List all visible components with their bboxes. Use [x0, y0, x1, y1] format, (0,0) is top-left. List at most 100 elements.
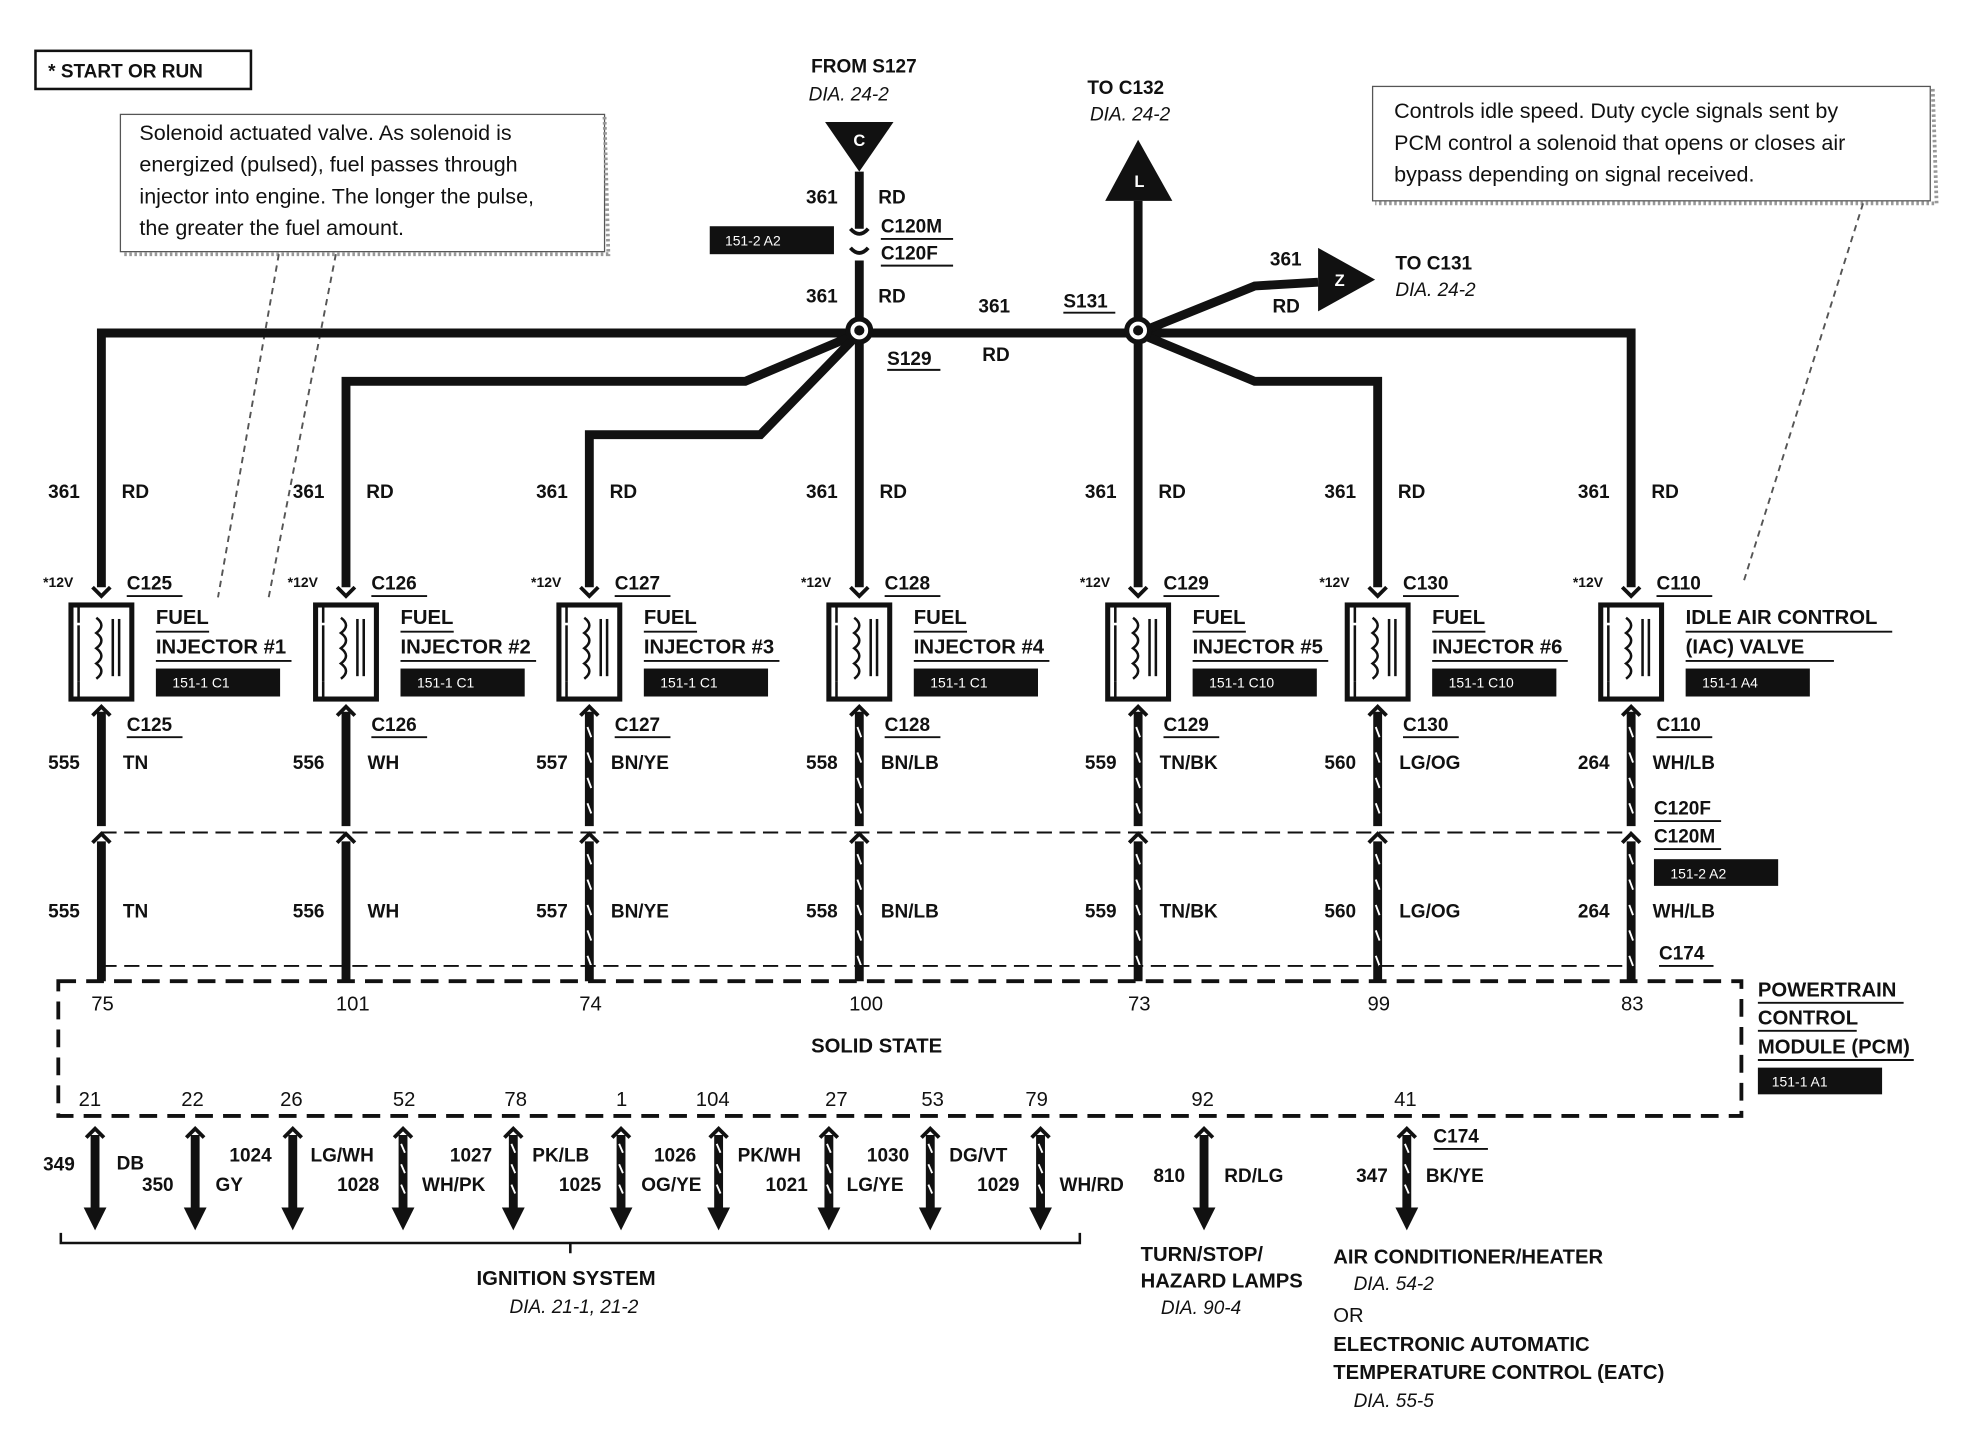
connector-top: C126: [371, 574, 416, 595]
component-ref: 151-1 C1: [930, 675, 988, 691]
w1028: 1028: [337, 1175, 379, 1196]
connector-top: C127: [615, 574, 660, 595]
solenoid-coil-icon: [852, 616, 861, 680]
start-run-label: * START OR RUN: [48, 62, 203, 83]
w-rdlg: RD/LG: [1224, 1166, 1283, 1187]
from-s127-dia: DIA. 24-2: [809, 84, 890, 105]
signal-wire-num-lower: 557: [536, 902, 568, 923]
top-wire-color-1: RD: [878, 187, 905, 208]
c131-wire-color: RD: [1272, 297, 1299, 318]
voltage-label: *12V: [43, 574, 74, 590]
output-wire-10: 79: [1025, 1089, 1052, 1231]
pcm-output-pin: 27: [825, 1089, 848, 1111]
power-wire-num: 361: [1578, 482, 1610, 503]
start-run-box: [34, 49, 253, 91]
connector-top: C130: [1403, 574, 1448, 595]
w-whpk: WH/PK: [422, 1175, 486, 1196]
w347: 347: [1356, 1166, 1388, 1187]
w-gy: GY: [215, 1175, 243, 1196]
injector-note-line-1: Solenoid actuated valve. As solenoid is: [139, 120, 511, 145]
signal-wire-color-lower: BN/LB: [881, 902, 939, 923]
injector-note-line-3: injector into engine. The longer the pul…: [139, 183, 534, 208]
output-arrow-icon: [391, 1207, 415, 1231]
mid-ref-box: [1653, 859, 1779, 886]
signal-wire-color-upper: BN/YE: [611, 753, 669, 774]
output-arrow-icon: [707, 1207, 731, 1231]
connector-top: C110: [1656, 574, 1700, 595]
solenoid-coil-icon: [1130, 616, 1140, 680]
pcm-output-pin: 22: [181, 1089, 204, 1111]
iac-note-line-1: Controls idle speed. Duty cycle signals …: [1394, 98, 1838, 123]
mid-c174: C174: [1659, 944, 1705, 965]
to-c132-title: TO C132: [1087, 78, 1164, 99]
w-pkwh: PK/WH: [738, 1146, 801, 1167]
pcm-pin: 83: [1621, 993, 1644, 1015]
to-c132-flag: [1105, 139, 1173, 201]
power-wire-num: 361: [293, 482, 325, 503]
signal-wire-num-lower: 555: [48, 902, 80, 923]
component-ref-box: [1685, 668, 1810, 697]
component-ref-box: [913, 668, 1039, 697]
top-wire-num-1: 361: [806, 187, 838, 208]
signal-wire-color-upper: WH/LB: [1653, 753, 1715, 774]
w1021: 1021: [766, 1175, 809, 1196]
pcm-pin: 75: [91, 993, 114, 1015]
signal-wire-color-upper: LG/OG: [1399, 753, 1460, 774]
eatc-title-1: ELECTRONIC AUTOMATIC: [1333, 1334, 1590, 1356]
component-name-2: INJECTOR #3: [644, 636, 774, 658]
from-s127-flag: [825, 122, 894, 172]
output-arrow-icon: [83, 1207, 107, 1231]
output-arrow-icon: [609, 1207, 633, 1231]
to-c131-flag: [1318, 247, 1376, 312]
pcm-pin: 101: [336, 993, 370, 1015]
power-wire-num: 361: [806, 482, 838, 503]
component-ref-box: [1192, 668, 1317, 697]
power-wire-num: 361: [48, 482, 80, 503]
signal-wire-color-lower: TN/BK: [1160, 902, 1218, 923]
iac-note-line-2: PCM control a solenoid that opens or clo…: [1394, 130, 1845, 155]
output-wire-4: 52: [391, 1089, 415, 1231]
component-ref: 151-1 C10: [1209, 675, 1274, 691]
component-name-2: INJECTOR #6: [1432, 636, 1562, 658]
c120-ref: 151-2 A2: [725, 232, 781, 248]
pcm-title-3: MODULE (PCM): [1758, 1037, 1910, 1059]
output-arrow-icon: [817, 1207, 841, 1231]
ignition-title: IGNITION SYSTEM: [477, 1268, 656, 1290]
voltage-label: *12V: [1080, 574, 1111, 590]
component-name-1: FUEL: [644, 607, 697, 629]
signal-wire-color-lower: WH/LB: [1653, 902, 1715, 923]
output-wire-11: 92: [1191, 1089, 1216, 1231]
signal-wire-num-upper: 264: [1578, 753, 1610, 774]
pcm-output-pin: 26: [280, 1089, 303, 1111]
ac-dia: DIA. 54-2: [1354, 1274, 1435, 1295]
signal-wire-color-upper: BN/LB: [881, 753, 939, 774]
signal-wire-color-lower: TN: [123, 902, 148, 923]
solenoid-coil-icon: [338, 616, 348, 680]
lamps-title-2: HAZARD LAMPS: [1141, 1270, 1303, 1292]
output-arrow-icon: [1029, 1207, 1052, 1231]
ignition-dia: DIA. 21-1, 21-2: [509, 1297, 638, 1318]
connector-top: C128: [885, 574, 930, 595]
to-c131-letter: Z: [1335, 272, 1345, 290]
signal-wire-num-upper: 558: [806, 753, 838, 774]
w-pklb: PK/LB: [532, 1146, 589, 1167]
connector-bottom: C128: [885, 715, 930, 736]
power-wire-color: RD: [1651, 482, 1678, 503]
solenoid-coil-icon: [582, 616, 591, 680]
pcm-pin: 99: [1368, 993, 1391, 1015]
lamps-dia: DIA. 90-4: [1161, 1298, 1241, 1319]
component-ref-box: [1432, 668, 1557, 697]
connector-top: C125: [127, 574, 173, 595]
output-arrow-icon: [501, 1207, 525, 1231]
output-wire-8: 27: [817, 1089, 848, 1231]
output-wire-3: 26: [280, 1089, 305, 1231]
w-ogye: OG/YE: [641, 1175, 701, 1196]
connector-bottom: C110: [1656, 715, 1700, 736]
ac-or: OR: [1333, 1305, 1363, 1327]
pcm-output-pin: 21: [79, 1089, 102, 1111]
to-c131-dia: DIA. 24-2: [1395, 280, 1476, 301]
signal-wire-num-lower: 558: [806, 902, 838, 923]
output-wire-12: 41: [1394, 1089, 1419, 1231]
